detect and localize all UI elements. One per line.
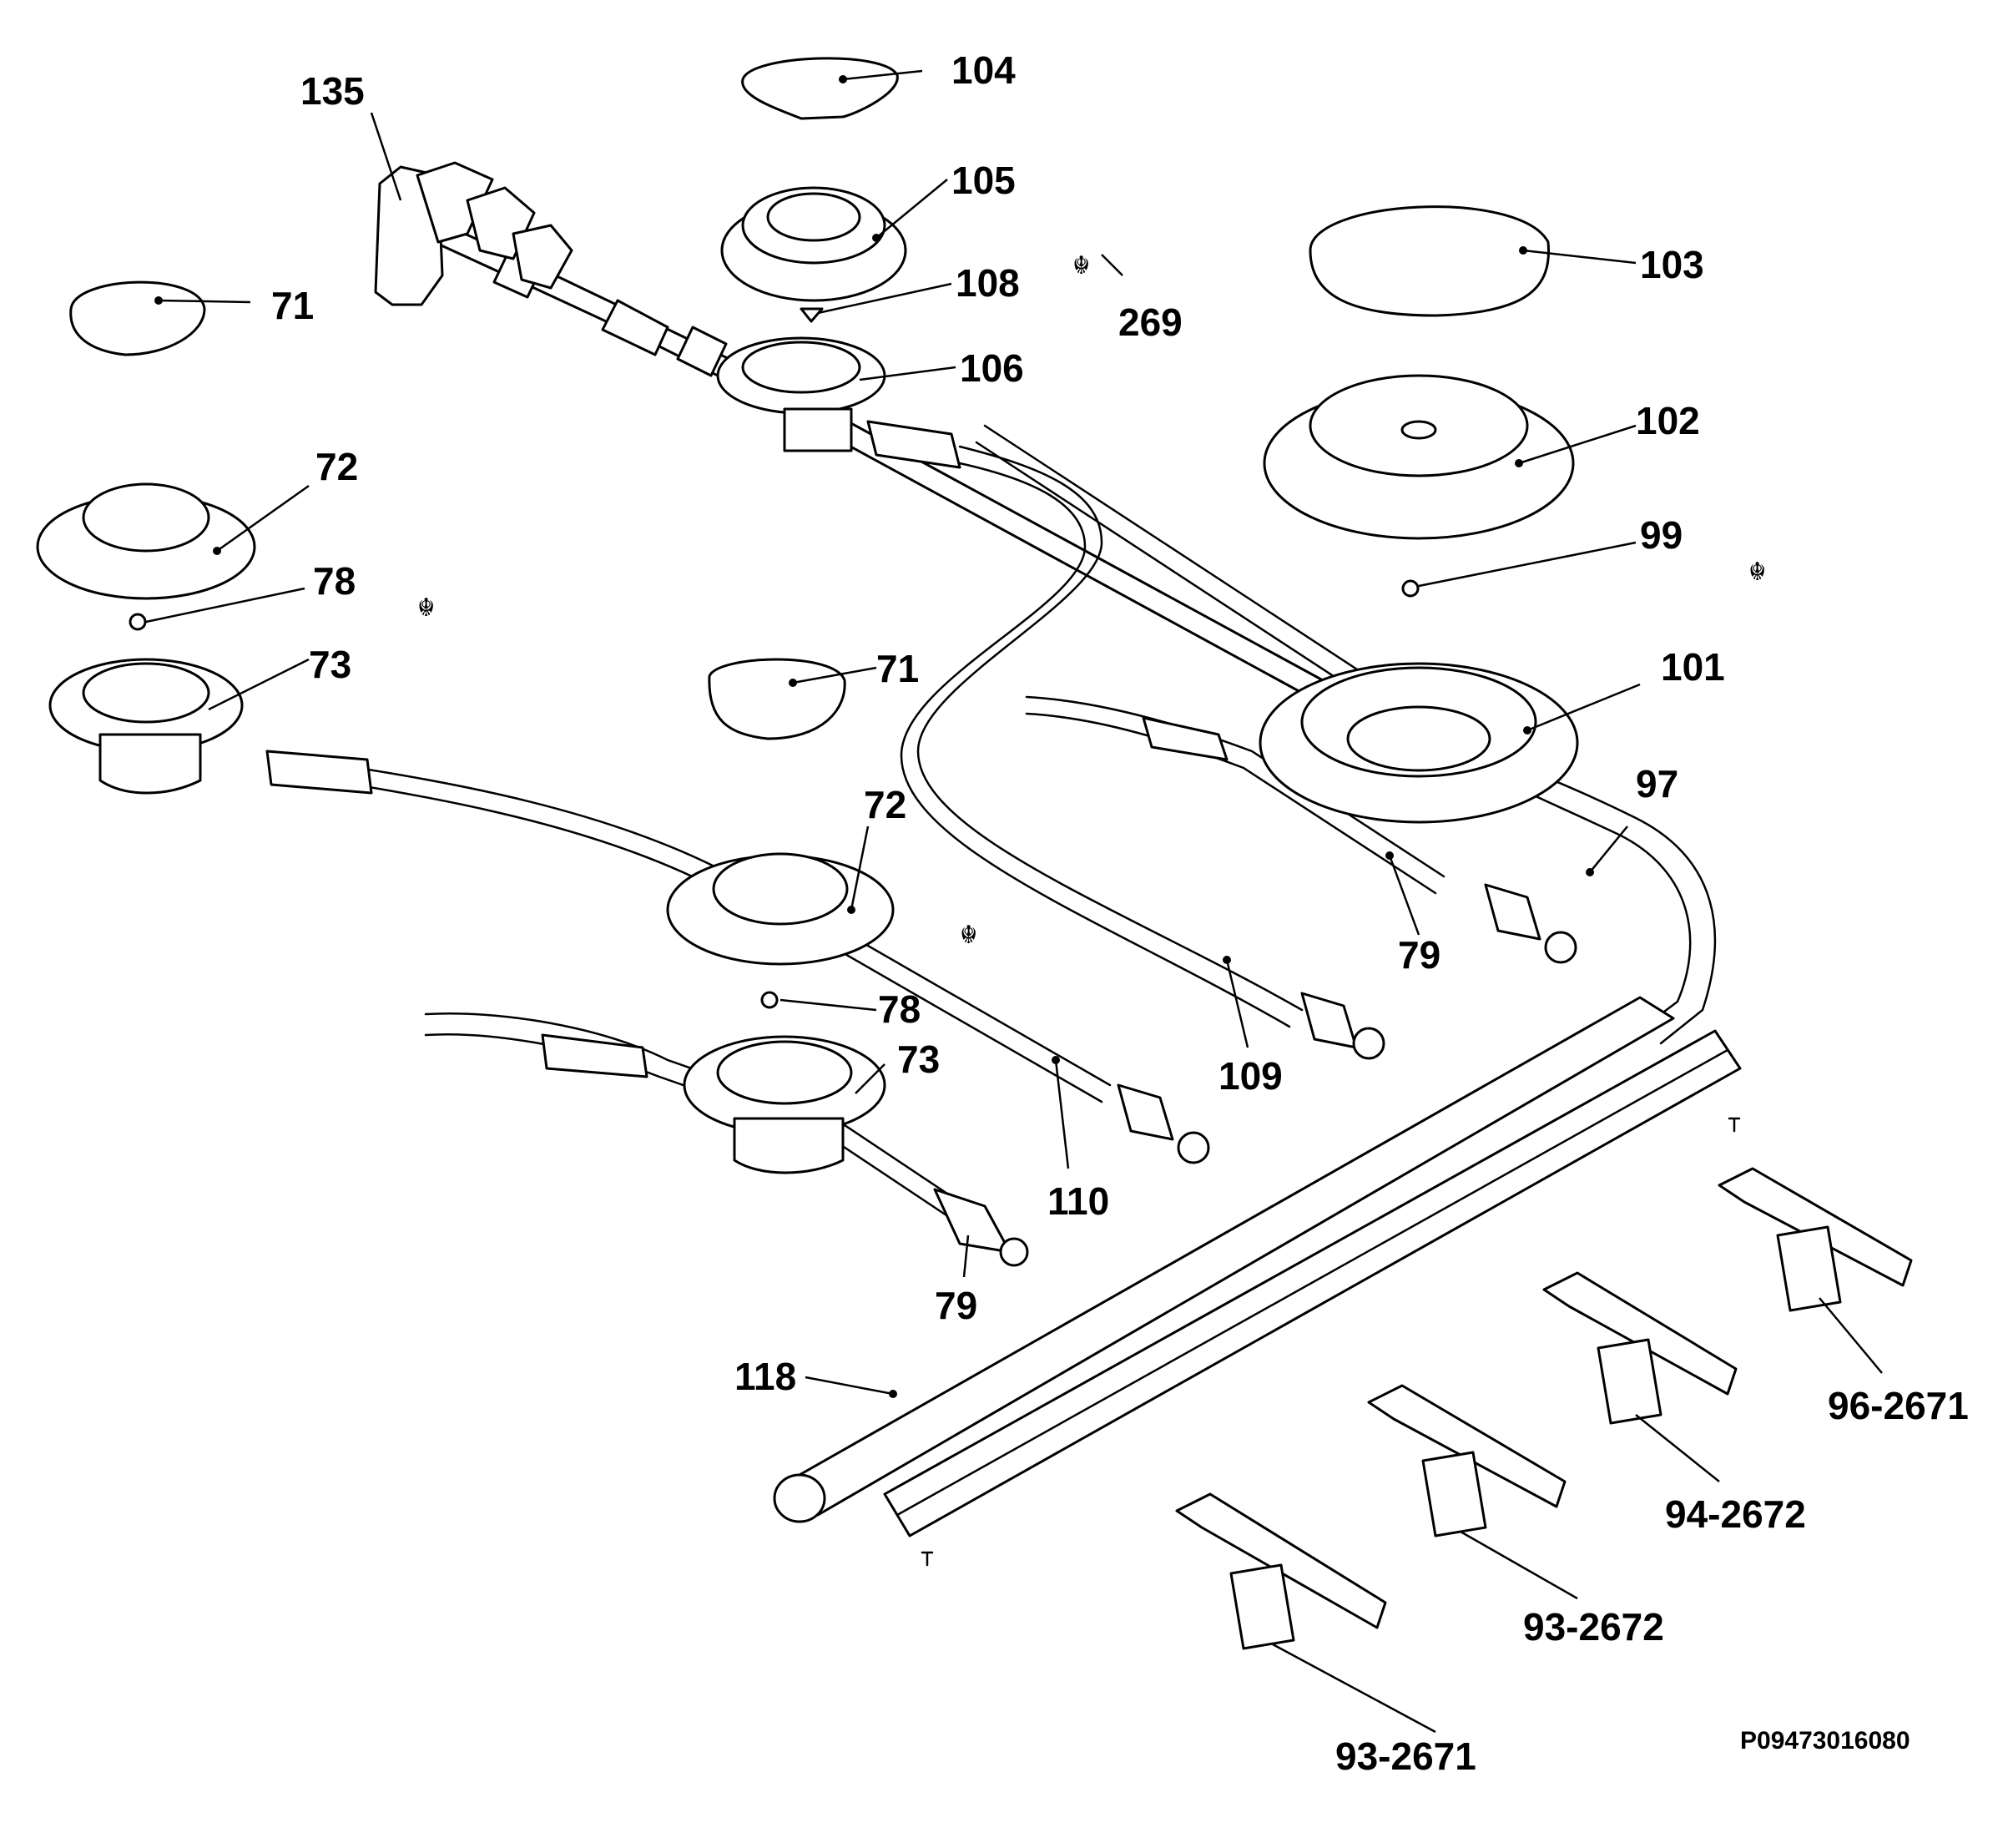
label-135: 135 — [300, 69, 365, 113]
gas-pipe-109 — [866, 420, 1385, 1060]
burner-base-101 — [1259, 662, 1579, 824]
label-99: 99 — [1640, 513, 1683, 557]
drawing-code: P09473016080 — [1740, 1727, 1910, 1755]
label-97: 97 — [1636, 762, 1678, 805]
label-93-2672: 93-2672 — [1523, 1605, 1664, 1649]
gas-inlet-fitting-135 — [374, 161, 573, 306]
label-103: 103 — [1640, 243, 1704, 286]
injector-99 — [1401, 579, 1420, 598]
label-269: 269 — [1118, 300, 1183, 344]
injector-108 — [800, 307, 824, 323]
gas-tap-93-2672 — [1367, 1384, 1567, 1537]
label-71-middle: 71 — [876, 647, 919, 690]
gas-pipe-110 — [265, 750, 1210, 1164]
burner-base-73-middle — [683, 1035, 886, 1174]
label-102: 102 — [1636, 399, 1700, 442]
injector-78-middle — [760, 991, 779, 1009]
burner-cap-104 — [741, 57, 899, 120]
burner-cap-71-middle — [708, 658, 846, 740]
label-101: 101 — [1661, 645, 1725, 689]
label-78-left: 78 — [313, 559, 356, 603]
grease-symbols: ☬ ☬ ☬ ☬ — [417, 252, 1766, 949]
burner-cap-103 — [1309, 205, 1551, 317]
label-72-middle: 72 — [864, 783, 906, 826]
svg-text:☬: ☬ — [1072, 252, 1090, 280]
label-73-left: 73 — [309, 643, 351, 686]
label-110: 110 — [1047, 1179, 1109, 1223]
label-94-2672: 94-2672 — [1665, 1492, 1806, 1536]
label-93-2671: 93-2671 — [1335, 1734, 1476, 1778]
svg-text:☬: ☬ — [1748, 558, 1766, 586]
label-78-middle: 78 — [878, 987, 921, 1031]
label-118: 118 — [734, 1355, 796, 1398]
label-108: 108 — [956, 261, 1020, 305]
burner-cap-71-left — [69, 280, 206, 356]
screws — [921, 1117, 1741, 1567]
injector-78-left — [129, 613, 147, 631]
part-labels: 104 135 105 103 71 108 269 106 102 72 99… — [271, 48, 1969, 1778]
gas-rail-118 — [773, 996, 1742, 1537]
label-79-left: 79 — [935, 1284, 977, 1327]
burner-crown-72-left — [36, 482, 256, 600]
label-73-middle: 73 — [897, 1038, 940, 1081]
label-79-right: 79 — [1398, 933, 1440, 977]
label-109: 109 — [1218, 1054, 1283, 1098]
burner-crown-102 — [1263, 374, 1575, 540]
gas-pipe-79-left — [424, 1012, 1029, 1267]
leader-lines — [145, 69, 1883, 1734]
label-96-2671: 96-2671 — [1828, 1384, 1969, 1427]
gas-tap-96-2671 — [1718, 1167, 1913, 1312]
burner-crown-105 — [720, 186, 907, 302]
label-104: 104 — [951, 48, 1016, 92]
label-72-left: 72 — [315, 445, 358, 488]
gas-pipe-79-right — [1025, 695, 1577, 964]
label-71-left: 71 — [271, 284, 314, 327]
main-gas-pipe — [432, 224, 1354, 711]
burner-base-73-left — [48, 658, 244, 795]
leader-dots — [154, 75, 1594, 1398]
gas-tap-94-2672 — [1542, 1271, 1738, 1425]
svg-text:☬: ☬ — [417, 594, 435, 622]
svg-text:☬: ☬ — [960, 921, 977, 949]
gas-tap-93-2671 — [1175, 1492, 1387, 1650]
burner-crown-72-middle — [666, 852, 895, 966]
label-106: 106 — [960, 346, 1024, 390]
label-105: 105 — [951, 159, 1016, 202]
